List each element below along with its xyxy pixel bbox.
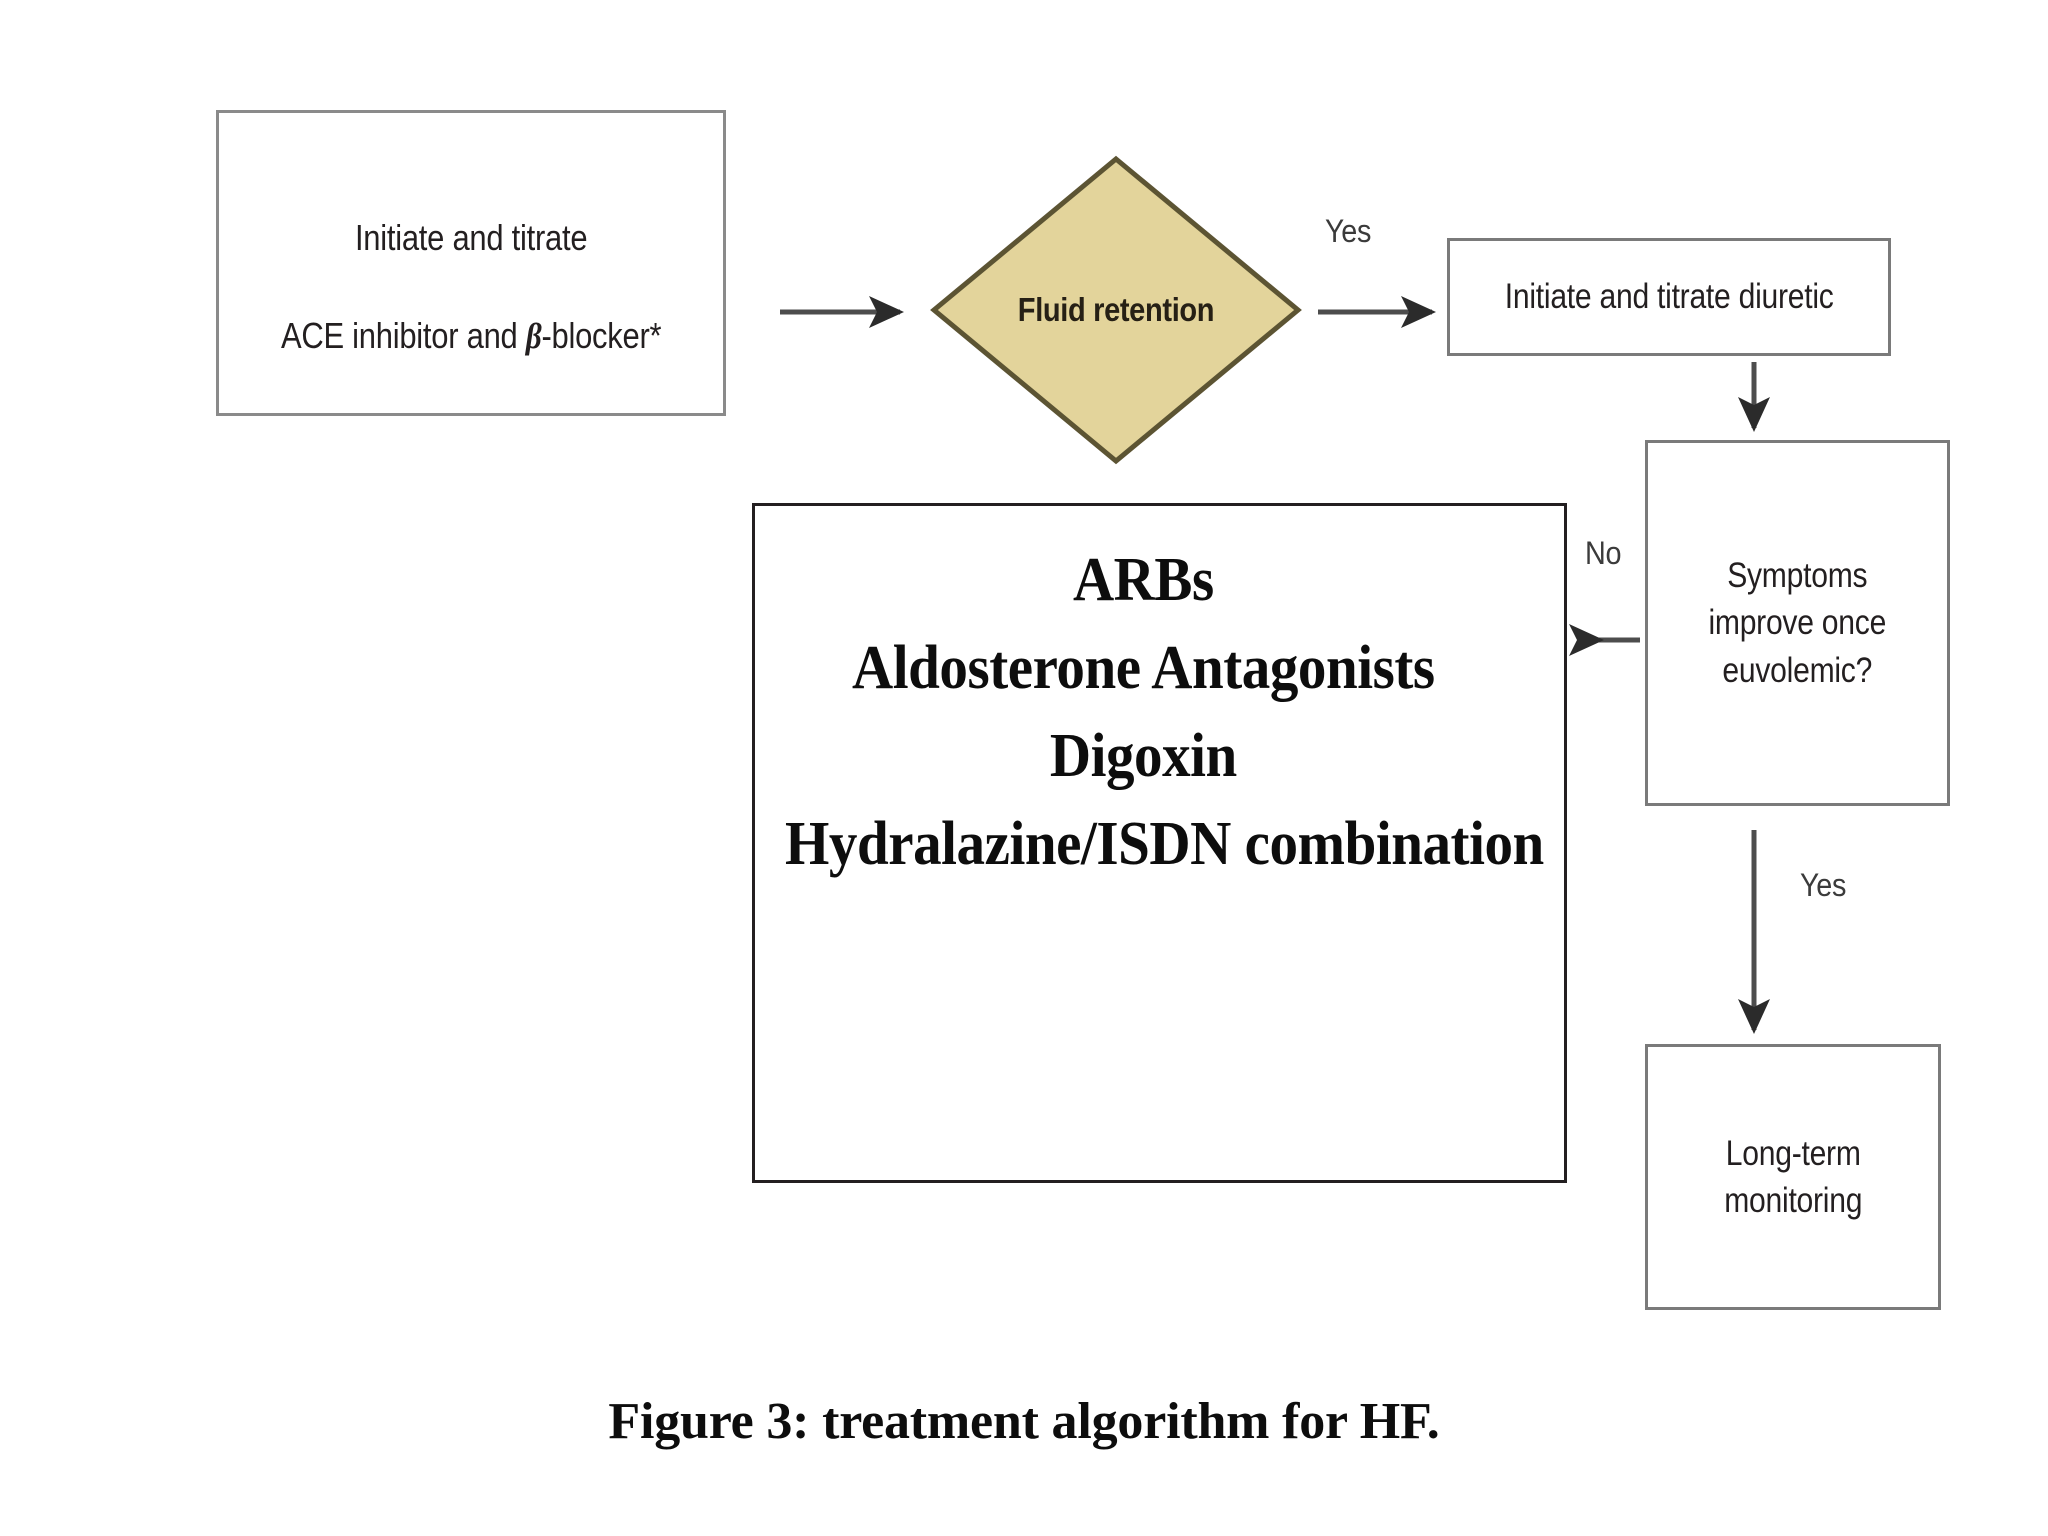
initiate-ace-line2-pre: ACE inhibitor and: [280, 314, 526, 356]
drug-list-item: Digoxin: [1049, 722, 1237, 791]
figure-caption: Figure 3: treatment algorithm for HF.: [608, 1393, 1440, 1450]
node-long-term-monitoring: Long-term monitoring: [1645, 1044, 1941, 1310]
node-initiate-titrate-diuretic: Initiate and titrate diuretic: [1447, 238, 1891, 356]
node-drug-therapy-list: ARBs Aldosterone Antagonists Digoxin Hyd…: [752, 503, 1567, 1183]
initiate-ace-line2-post: -blocker*: [541, 314, 662, 356]
long-term-label: Long-term monitoring: [1724, 1133, 1862, 1220]
node-fluid-retention-decision: Fluid retention: [930, 155, 1302, 465]
edge-label-no-to-drug-list: No: [1585, 535, 1622, 571]
drug-list-item: ARBs: [1072, 546, 1214, 614]
drug-list-item: Hydralazine/ISDN combination: [785, 810, 1544, 879]
node-initiate-ace-label: Initiate and titrate ACE inhibitor and β…: [280, 166, 662, 360]
beta-symbol: β: [525, 315, 542, 356]
diuretic-label: Initiate and titrate diuretic: [1504, 277, 1834, 317]
edge-label-yes-to-long-term: Yes: [1800, 867, 1847, 903]
drug-list-item: Aldosterone Antagonists: [852, 634, 1435, 703]
initiate-ace-line1: Initiate and titrate: [354, 217, 588, 259]
node-symptoms-improve-once-euvolemic: Symptoms improve once euvolemic?: [1645, 440, 1950, 806]
diamond-shape: [930, 155, 1302, 465]
node-initiate-ace-inhibitor-beta-blocker: Initiate and titrate ACE inhibitor and β…: [216, 110, 726, 416]
edge-label-yes-to-diuretic: Yes: [1325, 213, 1372, 249]
symptoms-label: Symptoms improve once euvolemic?: [1708, 556, 1887, 690]
fluid-retention-label: Fluid retention: [1017, 291, 1215, 328]
